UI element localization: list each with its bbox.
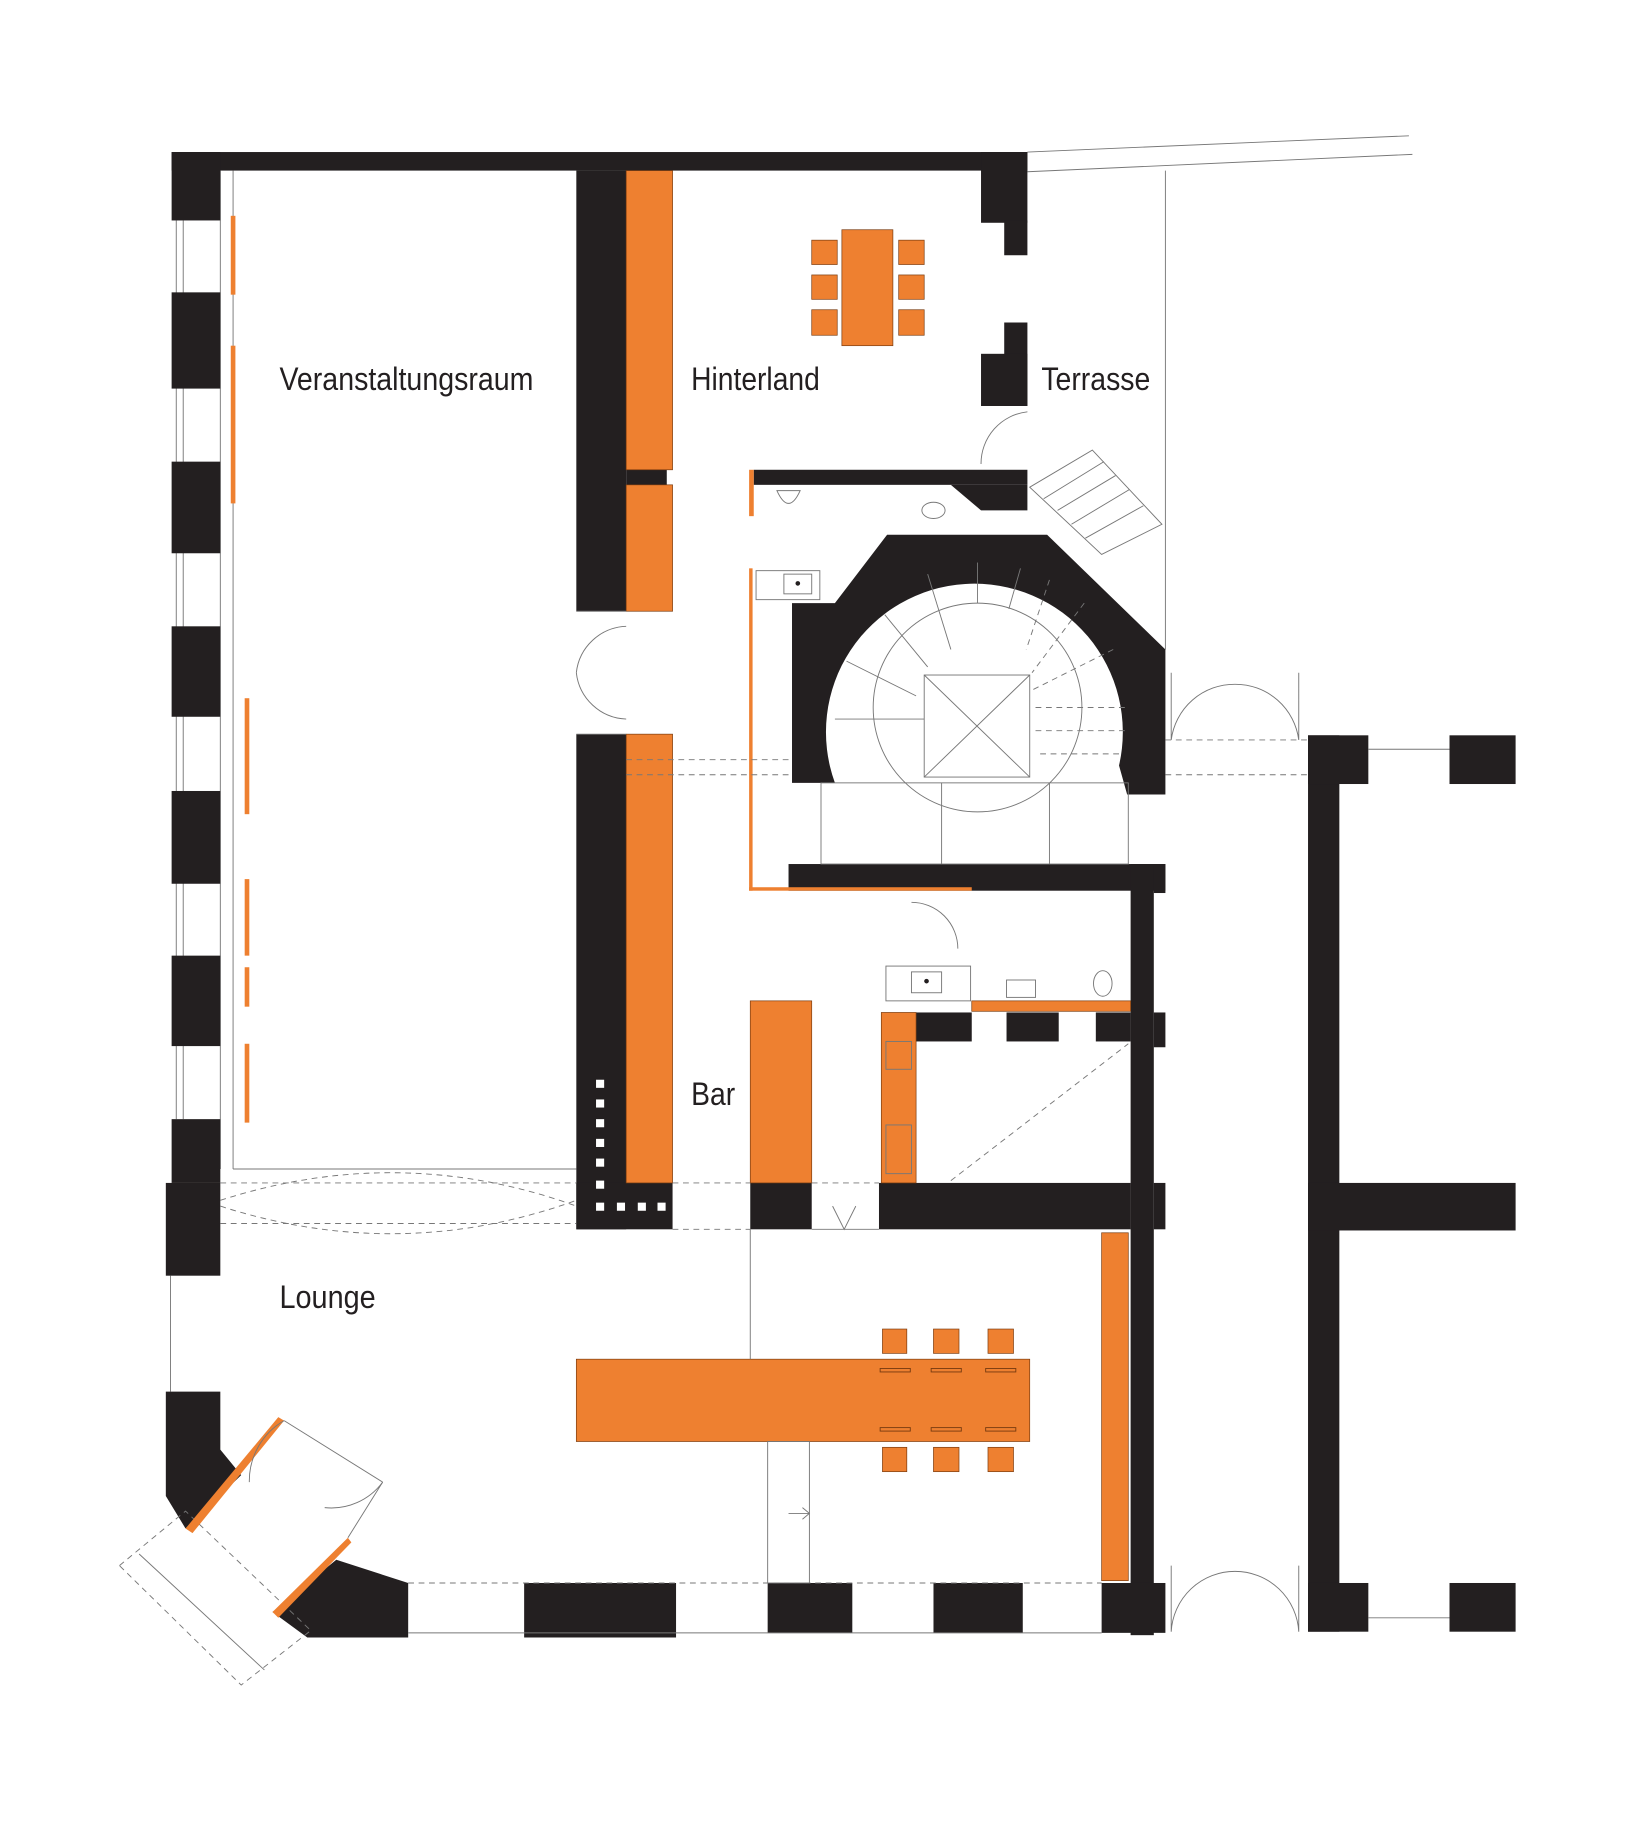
- sanitary-fixtures: [755, 490, 1113, 1175]
- room-label-veranstaltungsraum: Veranstaltungsraum: [279, 361, 533, 397]
- terrace-stairs: [118, 449, 1163, 1686]
- room-label-bar: Bar: [691, 1076, 735, 1112]
- curtain-tracks: [230, 215, 250, 1123]
- walls: [165, 152, 1516, 1638]
- terrace-boundary: [1027, 135, 1413, 650]
- room-label-hinterland: Hinterland: [691, 361, 820, 397]
- dining-table-hinterland: [811, 229, 925, 347]
- doors: [220, 411, 1309, 1632]
- lounge-table: [575, 1328, 1031, 1473]
- room-label-lounge: Lounge: [279, 1279, 375, 1315]
- entrance-bay: [185, 1417, 384, 1618]
- room-label-terrasse: Terrasse: [1041, 361, 1150, 397]
- spiral-staircase: [820, 562, 1129, 865]
- wall-vents: [596, 1079, 666, 1211]
- built-in-furniture: [625, 170, 1131, 1582]
- bar-counter: [749, 1000, 813, 1184]
